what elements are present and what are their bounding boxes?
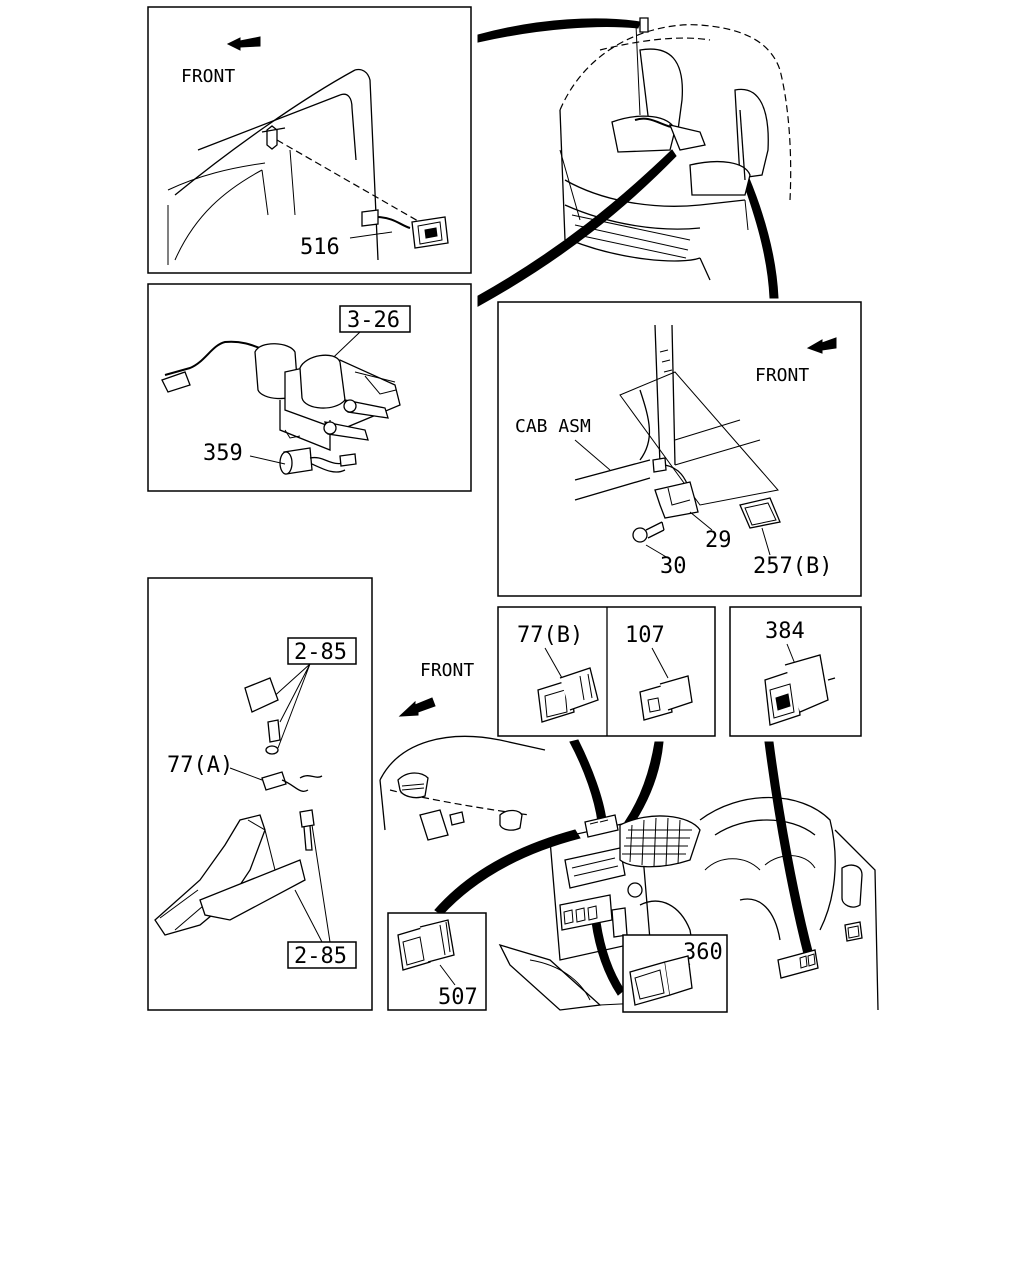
panel-cab-asm: FRONT CAB ASM 29 30 257(B): [497, 301, 862, 597]
front-arrow-icon: [398, 697, 436, 717]
front-label: FRONT: [181, 66, 235, 87]
part-516-label: 516: [300, 235, 340, 260]
panel-507: 507: [387, 912, 487, 1011]
panel-384: 384: [729, 606, 862, 737]
ref-3-26-label: 3-26: [347, 308, 400, 333]
part-257b-label: 257(B): [753, 554, 832, 579]
part-107-label: 107: [625, 623, 665, 648]
truck-overview: [559, 17, 792, 281]
part-384-label: 384: [765, 619, 805, 644]
panel-359: 3-26 359: [147, 283, 472, 492]
panel-360: 360: [622, 934, 728, 1013]
part-77b-label: 77(B): [517, 623, 583, 648]
front-label: FRONT: [755, 365, 809, 386]
cab-asm-label: CAB ASM: [515, 416, 591, 437]
part-359-label: 359: [203, 441, 243, 466]
panel-516: FRONT 516: [147, 6, 472, 274]
part-29-label: 29: [705, 528, 732, 553]
part-30-label: 30: [660, 554, 687, 579]
ref-2-85-bottom-label: 2-85: [294, 944, 347, 969]
dashboard: FRONT: [379, 660, 879, 1011]
panel-77a: 2-85 77(A) 2-85: [147, 577, 373, 1011]
ref-box: [339, 305, 411, 333]
front-arrow-icon: [226, 36, 261, 51]
part-507-label: 507: [438, 985, 478, 1010]
front-label: FRONT: [420, 660, 474, 681]
part-360-label: 360: [683, 940, 723, 965]
front-arrow-icon: [806, 337, 837, 354]
ref-2-85-top-label: 2-85: [294, 640, 347, 665]
part-77a-label: 77(A): [167, 753, 233, 778]
panel-77b-107: 77(B) 107: [497, 606, 716, 737]
